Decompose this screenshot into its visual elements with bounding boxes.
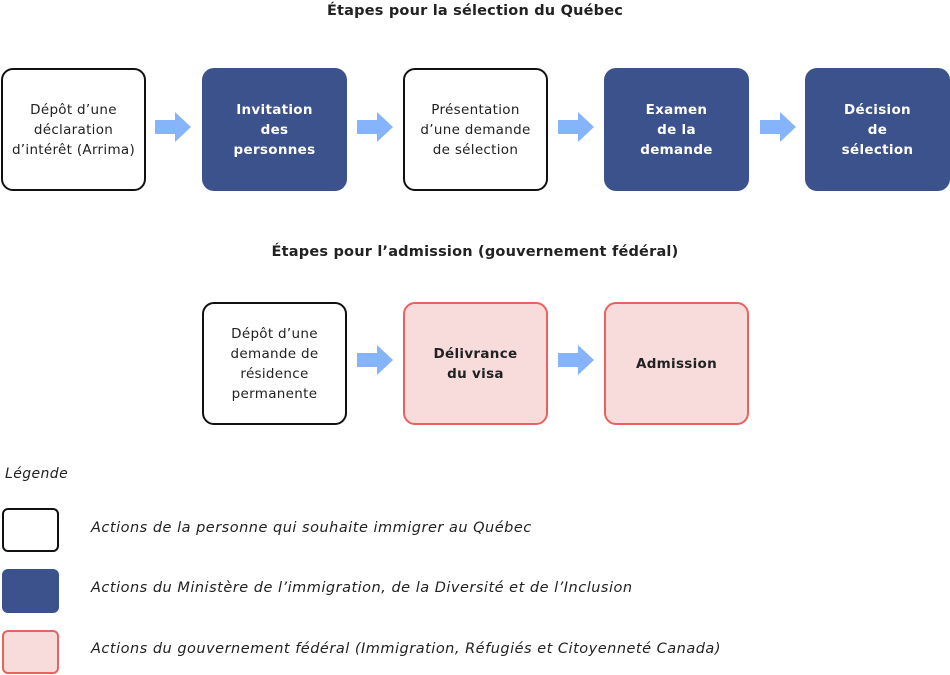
legend-swatch-person — [2, 508, 59, 552]
legend-swatch-ministry — [2, 569, 59, 613]
legend-label-federal: Actions du gouvernement fédéral (Immigra… — [91, 641, 721, 657]
legend-title: Légende — [5, 466, 69, 482]
step-examen: Examen de la demande — [604, 68, 749, 191]
legend-label-ministry: Actions du Ministère de l’immigration, d… — [91, 580, 633, 596]
legend-swatch-federal — [2, 630, 59, 674]
arrow-right-icon — [760, 112, 796, 142]
selection-title: Étapes pour la sélection du Québec — [326, 3, 624, 19]
admission-title: Étapes pour l’admission (gouvernement fé… — [271, 244, 679, 260]
arrow-right-icon — [357, 112, 393, 142]
legend-label-person: Actions de la personne qui souhaite immi… — [91, 520, 532, 536]
step-admission: Admission — [604, 302, 749, 425]
step-decision: Décision de sélection — [805, 68, 950, 191]
arrow-right-icon — [357, 345, 393, 375]
arrow-right-icon — [155, 112, 191, 142]
step-invitation: Invitation des personnes — [202, 68, 347, 191]
step-declaration-interet: Dépôt d’une déclaration d’intérêt (Arrim… — [1, 68, 146, 191]
arrow-right-icon — [558, 112, 594, 142]
step-demande-residence: Dépôt d’une demande de résidence permane… — [202, 302, 347, 425]
arrow-right-icon — [558, 345, 594, 375]
step-delivrance-visa: Délivrance du visa — [403, 302, 548, 425]
step-presentation-demande: Présentation d’une demande de sélection — [403, 68, 548, 191]
